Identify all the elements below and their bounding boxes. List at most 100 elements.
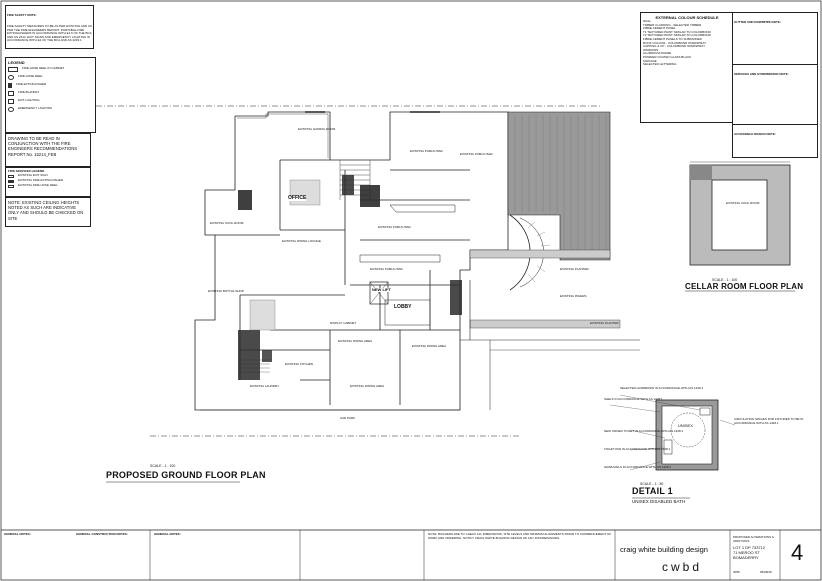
deck-area: [460, 111, 640, 410]
colour-line: ALUMINIUM FRAME: [643, 52, 672, 56]
exit-light-icon: [8, 98, 14, 104]
room-laundry: EXISTING LAUNDRY: [250, 384, 280, 388]
project-lot: LOT 1 DP 733712: [733, 546, 766, 550]
legend-item: EXIT LIGHTING: [18, 99, 40, 103]
fire-safety-title: FIRE SAFETY NOTE:: [7, 13, 37, 18]
room-public-bar: EXISTING PUBLIC BAR: [378, 225, 411, 229]
extinguisher-icon: [8, 82, 12, 88]
room-dining: EXISTING DINING AREA: [412, 344, 447, 348]
footer-disclaimer: NOTE: BUILDERS ARE TO CHECK ALL DIMENSIO…: [428, 533, 612, 540]
colour-line: ROOF COLOUR - COLORBOND WINDSPRAY: [643, 41, 707, 45]
room-bottle-shop: EXISTING BOTTLE SHOP: [208, 289, 244, 293]
detail-subtitle: UNISEX DISABLED BATH: [632, 499, 686, 504]
colour-line: T2 TEXTURED PAINT SIMILAR TO COLORBOND: [643, 34, 711, 38]
legend-item: FIRE BLANKET: [18, 91, 40, 95]
access-title: ACCESSIBLE DESIGN NOTE:: [734, 132, 776, 137]
cellar-scale: SCALE - 1 : 100: [712, 278, 738, 282]
footer-general-notes-2: GENERAL NOTES:: [154, 533, 181, 536]
legend-box: LEGEND FIRE HOSE REEL IN CABINET FIRE HO…: [5, 57, 96, 133]
ground-floor-plan: [96, 105, 600, 437]
room-public-bar: EXISTING PUBLIC BAR: [370, 267, 403, 271]
detail-scale: SCALE - 1 : 50: [640, 482, 664, 486]
gutter-note: GUTTER AND DOWNPIPE NOTE:: [732, 12, 818, 66]
exit-sign-icon: [8, 174, 14, 178]
room-gaming: EXISTING GAMING ROOM: [298, 127, 336, 131]
project-suburb: BOMADERRY: [733, 556, 759, 560]
fs-item: EXISTING EXIT SIGN: [18, 174, 48, 178]
room-public-bar: EXISTING PUBLIC BAR: [410, 149, 443, 153]
cellar-title: CELLAR ROOM FLOOR PLAN: [685, 282, 804, 291]
label-planter: EXISTING PLANTER: [590, 321, 619, 325]
detail-label: GRAB RAILS IN ACCORDANCE WITH AS 1428.1: [604, 465, 672, 469]
extinguisher-icon: [8, 179, 14, 183]
label-display-cabinet: DISPLAY CABINET: [330, 321, 357, 325]
colour-line: SELECTED LETTERING: [643, 63, 677, 67]
room-public-bar: EXISTING PUBLIC BAR: [460, 152, 493, 156]
hose-reel-icon: [8, 74, 14, 80]
detail-label: TOILET PAN IN ACCORDANCE WITH AS 1428.1: [604, 447, 671, 451]
footer-construction-notes: GENERAL CONSTRUCTION NOTES:: [76, 533, 128, 536]
room-dining: EXISTING DINING AREA: [350, 384, 385, 388]
label-pavers: EXISTING PAVERS: [560, 294, 587, 298]
company-logo: cwbd: [662, 560, 703, 574]
fire-safety-text: FIRE SAFETY MEASURES TO BE AS PER EXISTI…: [7, 23, 93, 43]
room-lobby: LOBBY: [394, 304, 412, 310]
colour-line: FIBRE CEMENT PANEL: [643, 27, 676, 31]
company-name: craig white building design: [620, 545, 708, 554]
fs-item: EXISTING FIRE EXTINGUISHER: [18, 179, 64, 183]
services-note: SERVICES AND STORMWATER NOTE:: [732, 64, 818, 126]
footer-general-notes: GENERAL NOTES:: [4, 533, 31, 536]
legend-item: FIRE EXTINGUISHER: [16, 83, 47, 87]
colour-schedule-title: EXTERNAL COLOUR SCHEDULE: [655, 15, 719, 20]
fire-services-title: FIRE SERVICES LEGEND: [8, 170, 45, 173]
room-office: OFFICE: [288, 195, 307, 201]
detail-label: SHELF IN ACCORDANCE WITH AS 1428.1: [604, 397, 663, 401]
fire-services-legend: FIRE SERVICES LEGEND EXISTING EXIT SIGN …: [5, 167, 91, 197]
job-number: 3056: [733, 571, 740, 574]
detail-1-drawing: [655, 399, 719, 471]
colour-line: FIBRE CEMENT PANELS TO SUBDIVIDED: [643, 37, 702, 41]
legend-item: FIRE HOSE REEL IN CABINET: [22, 67, 65, 71]
cellar-cool-room: EXISTING COOL ROOM: [726, 201, 760, 206]
ground-floor-scale: SCALE - 1 : 100: [150, 464, 176, 468]
detail-unisex: UNISEX: [678, 423, 693, 428]
colour-line: CAPPING & CP - COLORBOND WINDSPRAY: [643, 45, 706, 49]
legend-item: FIRE HOSE REEL: [18, 75, 43, 79]
sheet-number: 4: [791, 540, 804, 565]
ground-floor-title: PROPOSED GROUND FLOOR PLAN: [106, 470, 266, 480]
ceiling-note: NOTE: EXISTING CEILING HEIGHTS NOTED AS …: [5, 197, 91, 227]
colour-line: POWDER COATED GLASS BLACK: [643, 55, 692, 59]
fire-blanket-icon: [8, 90, 14, 96]
colour-line: TIMBER CLADDING - SELECTED TIMBER: [643, 23, 702, 27]
project-name: PROPOSED ALTERATIONS & ADDITIONS: [733, 536, 775, 543]
room-kitchen: EXISTING KITCHEN: [285, 362, 314, 366]
detail-label: SELECTED HANDBASIN IN ACCORDANCE WITH AS…: [620, 386, 704, 390]
gutter-title: GUTTER AND DOWNPIPE NOTE:: [734, 20, 781, 25]
room-dining-lounge: EXISTING DINING LOUNGE: [282, 239, 321, 243]
drawing-date: 05/08/16: [760, 571, 772, 574]
detail-title: DETAIL 1: [632, 486, 673, 496]
hatched-areas: [238, 175, 462, 380]
room-new-lift: NEW LIFT: [372, 287, 391, 292]
hose-reel-cabinet-icon: [8, 66, 18, 72]
colour-line: T1 TEXTURED PAINT SIMILAR TO COLORBOND: [643, 30, 711, 34]
room-cool-room: EXISTING COOL ROOM: [210, 221, 244, 225]
detail-label: CIRCULATION SPACES FOR FIXTURES TO BE IN…: [734, 417, 804, 425]
colour-line: WALL: [643, 20, 652, 23]
fs-item: EXISTING FIRE HOSE REEL: [18, 184, 58, 188]
fire-safety-note: FIRE SAFETY NOTE: FIRE SAFETY MEASURES T…: [5, 5, 94, 49]
room-dining: EXISTING DINING AREA: [338, 339, 373, 343]
label-planter: EXISTING PLANTER: [560, 267, 589, 271]
services-title: SERVICES AND STORMWATER NOTE:: [734, 72, 789, 77]
hose-reel-icon: [8, 184, 14, 188]
drawing-read-note: DRAWING TO BE READ IN CONJUNCTION WITH T…: [5, 133, 91, 167]
accessible-note: ACCESSIBLE DESIGN NOTE:: [732, 124, 818, 158]
legend-item: EMERGENCY LIGHTING: [18, 107, 53, 111]
emergency-light-icon: [8, 106, 14, 112]
legend-title: LEGEND: [8, 60, 25, 65]
project-address: 71 MEROO ST: [733, 551, 760, 555]
detail-label: NEW UNISEX TOILET IN ACCORDANCE WITH AS …: [604, 429, 684, 433]
colour-line: WINDOWS: [643, 48, 659, 52]
